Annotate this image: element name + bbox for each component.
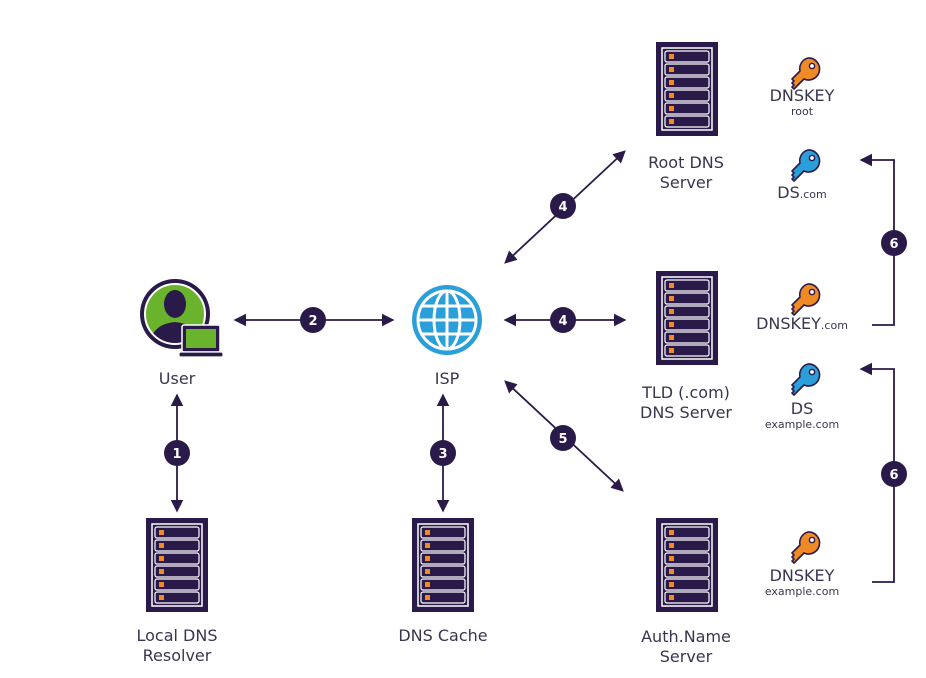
svg-text:4: 4 [558, 200, 567, 215]
auth-name-server-icon [655, 517, 719, 613]
step-badge-5: 5 [550, 425, 576, 451]
step-badge-6-example: 6 [881, 461, 907, 487]
laptop-icon [178, 324, 224, 358]
step-badge-4-tld: 4 [550, 307, 576, 333]
svg-text:6: 6 [889, 468, 898, 483]
svg-text:5: 5 [558, 432, 567, 447]
ds-com-label: DS.com [777, 183, 827, 202]
step-badge-2: 2 [300, 307, 326, 333]
isp-label: ISP [434, 369, 460, 388]
ds-com-key-icon [791, 149, 821, 182]
step-badge-4-root: 4 [550, 193, 576, 219]
svg-text:2: 2 [308, 314, 317, 329]
svg-text:6: 6 [889, 237, 898, 252]
step-badge-6-com: 6 [881, 230, 907, 256]
svg-text:4: 4 [558, 314, 567, 329]
tld-dns-server-label: TLD (.com)DNS Server [640, 383, 732, 422]
local-dns-resolver-icon [145, 517, 209, 613]
dnskey-root-key-icon [791, 57, 821, 90]
user-icon [140, 279, 224, 358]
svg-text:3: 3 [438, 447, 447, 462]
dnskey-com-label: DNSKEY.com [756, 314, 848, 333]
dnskey-com-key-icon [791, 283, 821, 316]
ds-example-key-icon [791, 363, 821, 396]
step-badge-3: 3 [430, 440, 456, 466]
step-badge-1: 1 [164, 440, 190, 466]
dnskey-example-key-icon [791, 531, 821, 564]
dns-cache-icon [411, 517, 475, 613]
tld-dns-server-icon [655, 270, 719, 366]
svg-text:1: 1 [172, 447, 181, 462]
root-dns-server-icon [655, 41, 719, 137]
user-label: User [158, 369, 196, 388]
dns-cache-label: DNS Cache [398, 626, 488, 645]
globe-icon [412, 285, 482, 355]
